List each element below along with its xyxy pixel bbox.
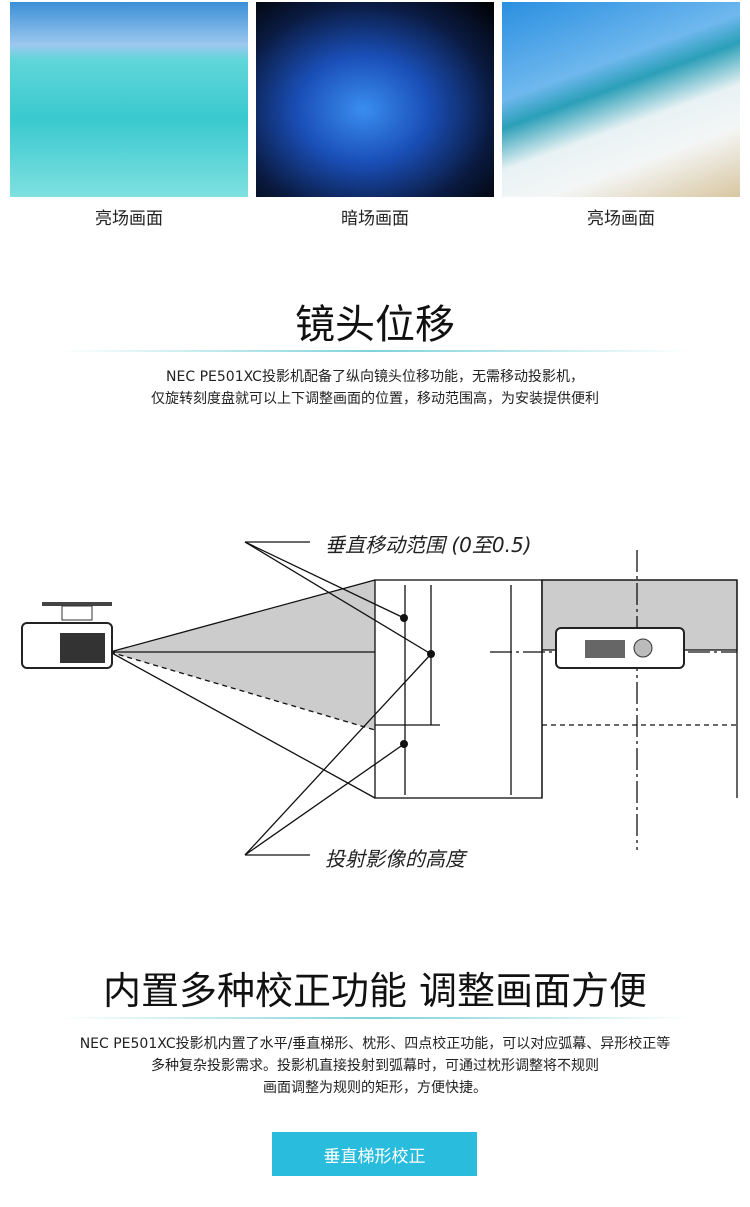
bright-beach-photo [502, 2, 740, 197]
correction-description: NEC PE501XC投影机内置了水平/垂直梯形、枕形、四点校正功能，可以对应弧… [0, 1033, 750, 1099]
divider [60, 1017, 690, 1019]
dark-scene-photo [256, 2, 494, 197]
bright-scene-photo [10, 2, 248, 197]
light-beam [110, 580, 375, 730]
photo-caption: 暗场画面 [341, 209, 409, 229]
text-line: 画面调整为规则的矩形，方便快捷。 [263, 1080, 487, 1096]
section-title-correction: 内置多种校正功能 调整画面方便 [102, 969, 648, 1013]
section-title-lens-shift: 镜头位移 [295, 302, 455, 348]
projector-rear-icon [555, 627, 685, 669]
photo-caption: 亮场画面 [95, 209, 163, 229]
photo-caption: 亮场画面 [587, 209, 655, 229]
text-line: 仅旋转刻度盘就可以上下调整画面的位置，移动范围高，为安装提供便利 [151, 391, 599, 407]
projector-icon [21, 602, 113, 669]
image-height-label: 投射影像的高度 [325, 847, 468, 871]
lens-shift-diagram: 垂直移动范围 (0至0.5) 投射影像的高度 [21, 533, 738, 871]
text-line: 多种复杂投影需求。投影机直接投射到弧幕时，可通过枕形调整将不规则 [151, 1058, 599, 1074]
vertical-keystone-button[interactable]: 垂直梯形校正 [272, 1132, 477, 1176]
vertical-shift-range-label: 垂直移动范围 (0至0.5) [325, 533, 532, 557]
text-line: NEC PE501XC投影机配备了纵向镜头位移功能，无需移动投影机， [166, 369, 584, 385]
lens-shift-description: NEC PE501XC投影机配备了纵向镜头位移功能，无需移动投影机， 仅旋转刻度… [0, 366, 750, 410]
screen-rect [374, 579, 543, 799]
text-line: NEC PE501XC投影机内置了水平/垂直梯形、枕形、四点校正功能，可以对应弧… [79, 1036, 671, 1052]
divider [60, 350, 690, 352]
